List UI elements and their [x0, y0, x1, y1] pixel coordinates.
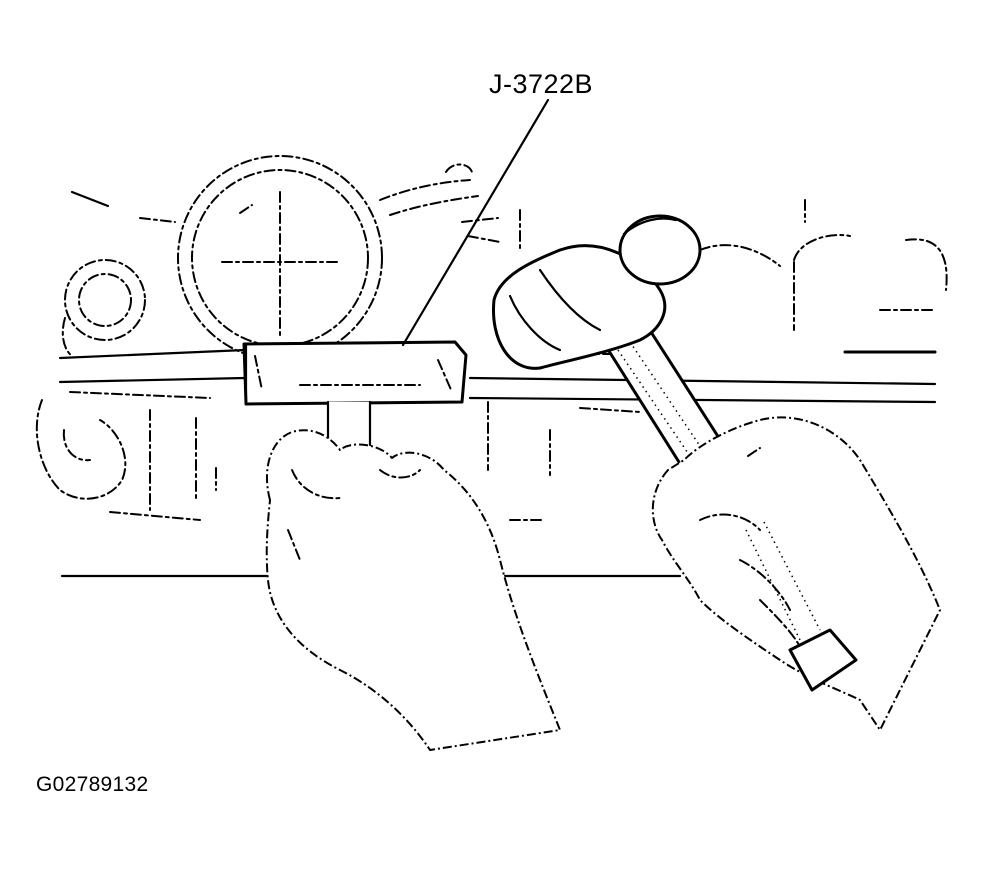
callout-leader-line [401, 98, 550, 347]
tool-callout-label: J-3722B [489, 69, 594, 99]
round-cover-outer [177, 155, 383, 361]
hammer [491, 214, 730, 472]
figure-id-label: G02789132 [36, 773, 149, 796]
left-ring-inner [78, 273, 132, 327]
hammer-head [491, 244, 667, 370]
left-ring-outer [64, 259, 146, 341]
hammer-ball-peen [618, 214, 702, 286]
hammer-grip-end [788, 628, 858, 692]
right-hand [651, 416, 941, 731]
round-cover-inner [191, 169, 369, 347]
left-hand [265, 429, 561, 751]
